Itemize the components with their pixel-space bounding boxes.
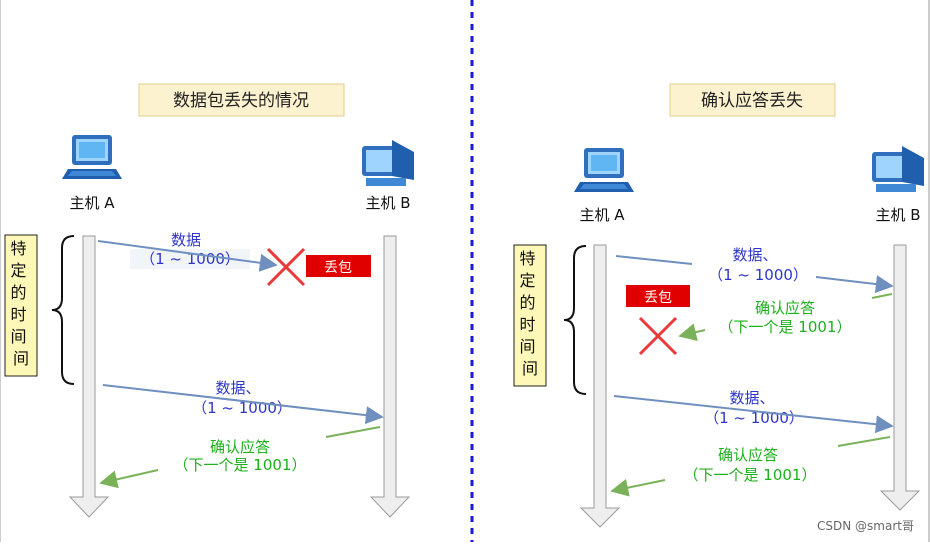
- right-ack2-line1: 确认应答: [718, 446, 778, 464]
- left-host-a-label: 主机 A: [69, 194, 115, 212]
- left-interval-label: 特 定 的 时 间 间: [10, 239, 31, 368]
- right-msg1-arrow-head-seg: [615, 255, 693, 265]
- right-ack1-arrow-tail: [871, 293, 893, 299]
- left-loss-cross-icon: [266, 247, 306, 287]
- right-host-b-timeline: [879, 244, 921, 511]
- computer-icon: [362, 140, 414, 186]
- left-loss-tag-text: 丢包: [324, 260, 352, 276]
- right-ack2-line2: （下一个是 1001）: [684, 466, 817, 484]
- right-interval-label-box: [513, 244, 547, 387]
- right-host-a-label: 主机 A: [579, 206, 625, 224]
- left-msg1-arrow: [97, 240, 278, 272]
- right-ack2-arrow-tail: [837, 436, 891, 447]
- right-msg1-line1: 数据、: [732, 246, 777, 264]
- left-ack-arrow-tail: [325, 426, 381, 438]
- left-msg2-arrow: [102, 384, 384, 425]
- computer-icon: [872, 146, 924, 192]
- right-host-b-label: 主机 B: [875, 206, 920, 224]
- right-panel: 确认应答丢失 主机 A 主机 B 特 定 的 时 间 间 数据、 （1 ~ 10…: [513, 83, 924, 528]
- right-msg2-line1: 数据、: [729, 389, 774, 407]
- left-msg2-line1: 数据、: [215, 379, 260, 397]
- right-msg1-arrow: [815, 275, 894, 294]
- left-title: 数据包丢失的情况: [173, 91, 309, 111]
- computer-icon: [574, 148, 634, 192]
- right-ack1-arrow: [678, 323, 706, 341]
- left-loss-tag: [306, 255, 371, 277]
- left-host-b-label: 主机 B: [365, 194, 410, 212]
- right-ack1-line2: （下一个是 1001）: [719, 318, 852, 336]
- right-ack2-arrow: [610, 478, 666, 497]
- right-loss-cross-icon: [638, 316, 678, 356]
- left-title-box: [138, 83, 345, 117]
- right-title: 确认应答丢失: [701, 91, 803, 111]
- right-msg2-arrow: [613, 395, 894, 434]
- left-host-b-timeline: [369, 235, 411, 518]
- left-msg1-line2: （1 ~ 1000）: [140, 250, 240, 268]
- left-msg1-bg: [130, 249, 250, 269]
- left-host-a-timeline: [68, 235, 110, 518]
- right-title-box: [669, 83, 836, 117]
- left-panel: 数据包丢失的情况 主机 A 主机 B 特 定 的 时 间 间 数据 （1 ~ 1…: [4, 83, 414, 518]
- right-msg1-line2: （1 ~ 1000）: [708, 266, 808, 284]
- left-msg1-line1: 数据: [171, 231, 201, 249]
- right-interval-brace: [563, 245, 587, 395]
- watermark: CSDN @smart哥: [817, 519, 914, 533]
- left-ack-line1: 确认应答: [210, 438, 270, 456]
- left-interval-label-box: [4, 234, 38, 377]
- right-loss-tag: [626, 285, 690, 307]
- right-ack1-line1: 确认应答: [755, 299, 815, 317]
- left-ack-line2: （下一个是 1001）: [174, 456, 307, 474]
- left-interval-brace: [51, 235, 75, 385]
- right-loss-tag-text: 丢包: [644, 290, 672, 306]
- left-ack-arrow: [99, 469, 159, 489]
- right-interval-label: 特 定 的 时 间 间: [519, 249, 540, 378]
- computer-icon: [62, 135, 122, 179]
- right-host-a-timeline: [579, 244, 621, 528]
